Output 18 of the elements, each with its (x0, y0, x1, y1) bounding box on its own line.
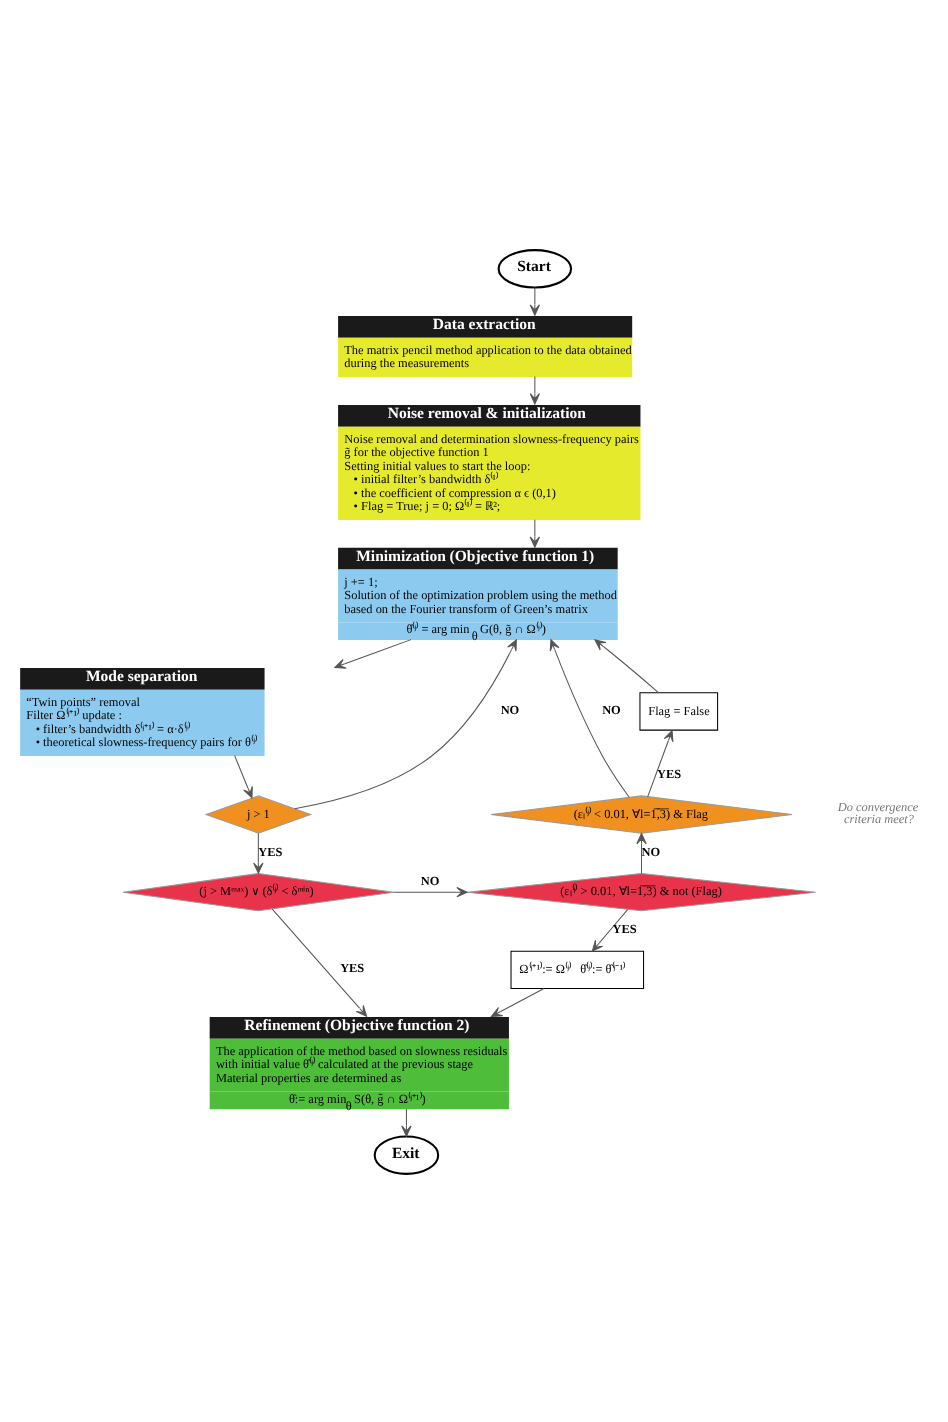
arrow (647, 729, 674, 797)
node-ellipse: Start (497, 248, 573, 288)
arrow (334, 638, 412, 668)
arrow (591, 908, 629, 951)
arrow (636, 831, 647, 873)
arrow (490, 987, 545, 1016)
arrow (393, 886, 468, 897)
arrow (234, 754, 253, 798)
arrow (529, 375, 540, 404)
node-ellipse: Exit (373, 1134, 440, 1174)
arrow (253, 831, 264, 873)
arrow (549, 638, 630, 797)
arrow (529, 286, 540, 315)
arrow (271, 907, 368, 1016)
arrow (294, 638, 517, 809)
arrow (401, 1107, 412, 1136)
arrow (594, 638, 660, 693)
arrow (529, 518, 540, 547)
